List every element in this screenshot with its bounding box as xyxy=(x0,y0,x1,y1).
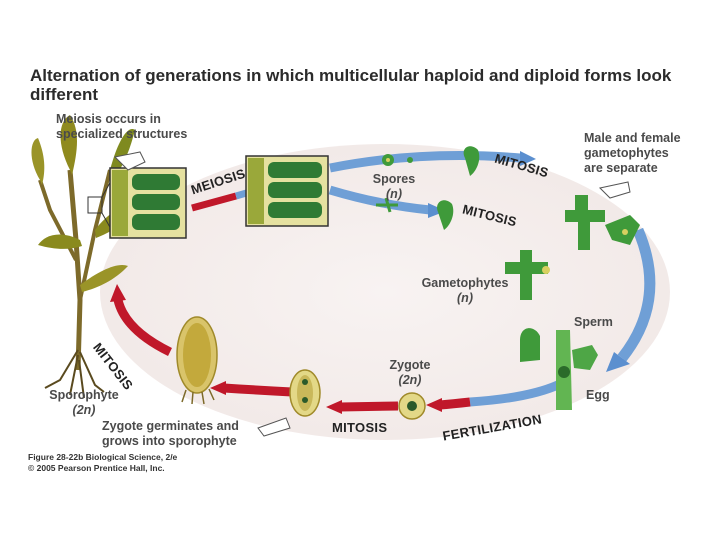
spores xyxy=(376,146,480,230)
figure-caption: Figure 28-22b Biological Science, 2/e © … xyxy=(28,452,178,473)
male-female-label: Male and female gametophytes are separat… xyxy=(584,131,681,175)
haploid-arrows xyxy=(328,151,656,407)
pointer-hands xyxy=(113,151,631,437)
zygote-label: Zygote (2n) xyxy=(389,358,431,387)
cycle-background xyxy=(100,144,670,440)
gametophytes xyxy=(505,195,640,410)
mitosis-bottom-stage-label: MITOSIS xyxy=(332,420,388,435)
zygote-stages xyxy=(176,316,426,420)
meiosis-occurs-label: Meiosis occurs in specialized structures xyxy=(56,112,188,141)
spores-label: Spores (n) xyxy=(372,172,416,201)
gametophytes-label: Gametophytes (n) xyxy=(421,276,509,305)
diploid-arrows xyxy=(110,188,471,414)
sporangia-closeup xyxy=(109,155,329,239)
sporophyte-label: Sporophyte (2n) xyxy=(49,388,119,417)
sperm-label: Sperm xyxy=(574,315,613,329)
kelp-sporophyte xyxy=(31,115,145,399)
figure-title: Alternation of generations in which mult… xyxy=(30,66,672,104)
egg-label: Egg xyxy=(586,388,610,402)
zygote-germinates-label: Zygote germinates and grows into sporoph… xyxy=(102,419,239,448)
